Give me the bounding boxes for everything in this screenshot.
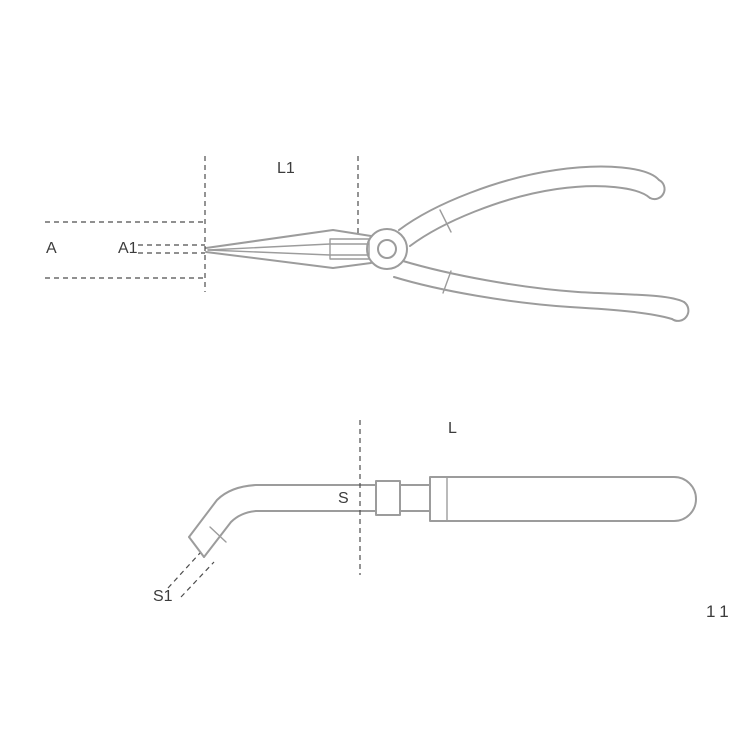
label-l1: L1 [277, 160, 295, 177]
upper-handle-end-cap [649, 179, 666, 201]
bent-nose-tip-band [209, 526, 227, 543]
upper-handle-top-edge [398, 165, 660, 231]
upper-jaw-outline [205, 229, 372, 249]
bent-nose-outer-edge [188, 484, 257, 538]
jaw-seam-upper [207, 243, 331, 251]
lower-handle-top-edge [402, 260, 685, 303]
dim-line-s1-lower [180, 561, 215, 598]
pliers-side-view [205, 165, 690, 322]
pivot-boss [366, 228, 408, 270]
upper-handle-bottom-edge [409, 185, 651, 247]
lower-handle-end-cap [671, 301, 690, 322]
bent-nose-inner-edge [203, 510, 257, 558]
joint-block [375, 480, 401, 516]
label-l: L [448, 420, 457, 437]
label-a: A [46, 240, 57, 257]
lower-grip-boundary [442, 270, 452, 294]
jaw-serration-block [329, 238, 370, 260]
bent-nose-tip [188, 536, 205, 558]
lower-jaw-outline [205, 251, 372, 269]
pliers-edge-view [188, 476, 697, 558]
label-s1: S1 [153, 588, 173, 605]
upper-grip-boundary [439, 209, 452, 233]
page-number: 11 [706, 602, 734, 621]
label-s: S [338, 490, 349, 507]
shaft-rear-segment [399, 484, 431, 512]
jaw-seam-lower [207, 249, 331, 256]
label-a1: A1 [118, 240, 138, 257]
lower-handle-bottom-edge [393, 276, 673, 320]
handle-outline [429, 476, 697, 522]
dimension-lines [45, 156, 361, 598]
dimension-labels: L1 A A1 L S S1 [46, 160, 457, 605]
dim-line-s1-upper [167, 552, 201, 589]
pivot-rivet [377, 239, 397, 259]
shaft-outline [255, 484, 377, 512]
